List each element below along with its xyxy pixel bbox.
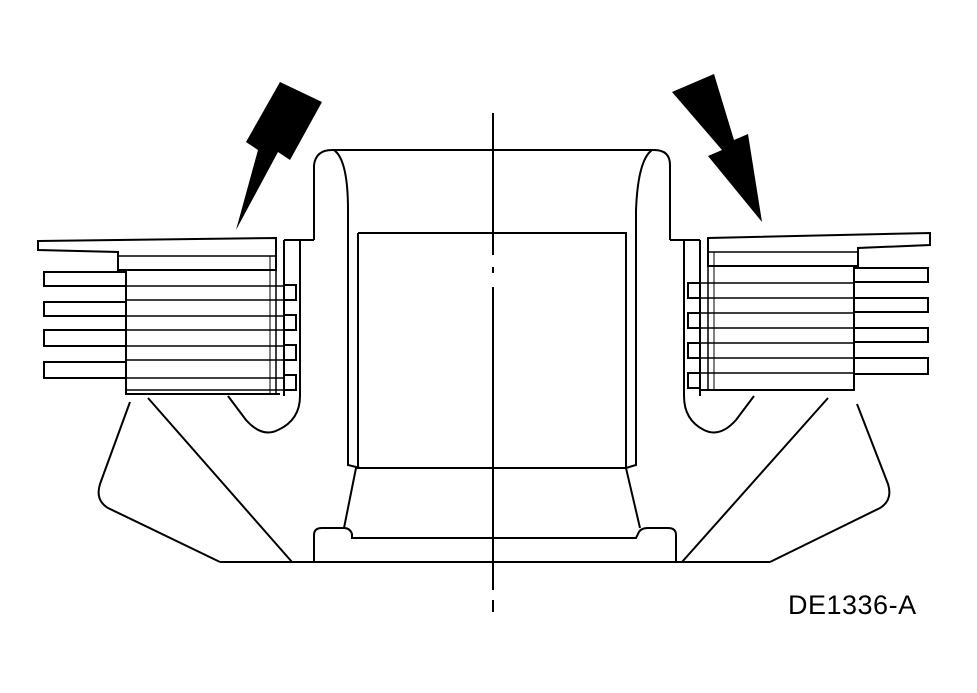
hub-housing bbox=[97, 149, 891, 563]
right-pressure-plate bbox=[707, 231, 931, 267]
left-arrow-icon bbox=[236, 82, 322, 230]
figure-id-label: DE1336-A bbox=[788, 590, 917, 620]
right-clutch-pack bbox=[683, 231, 931, 434]
right-arrow-icon bbox=[672, 74, 762, 222]
left-pressure-plate bbox=[37, 236, 277, 271]
left-clutch-pack bbox=[37, 236, 301, 434]
